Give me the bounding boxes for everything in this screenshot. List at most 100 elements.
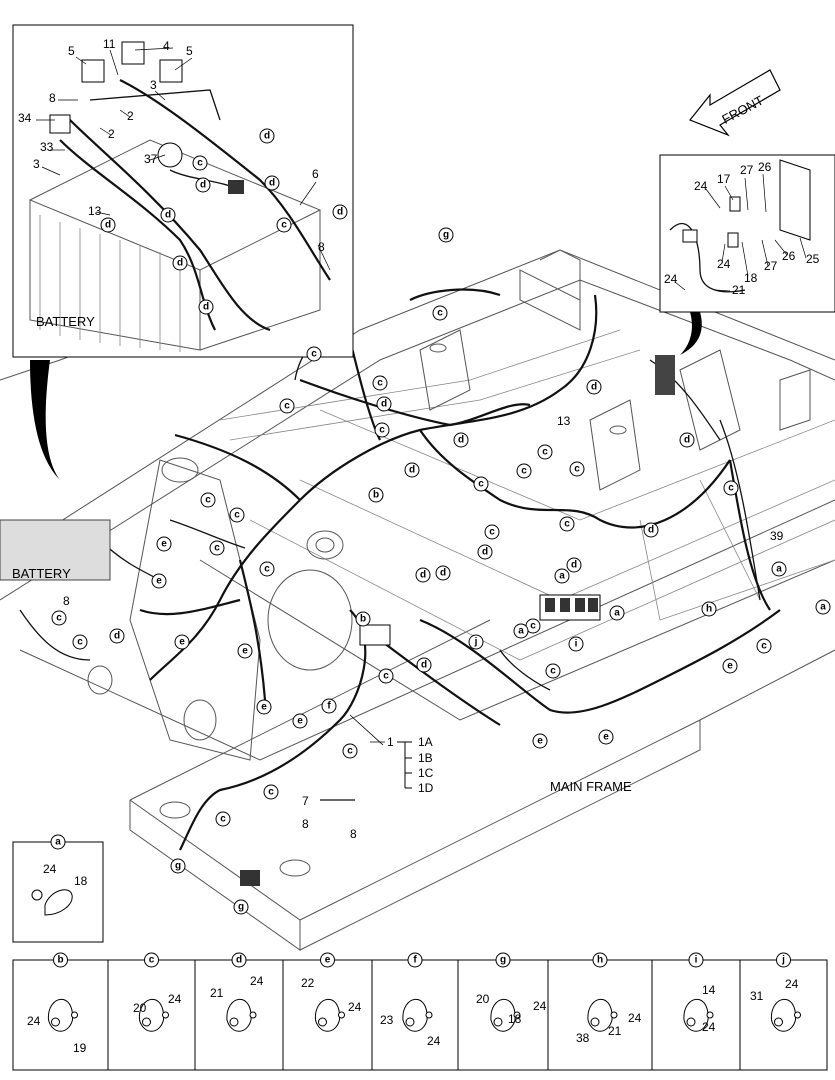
svg-text:c: c	[478, 479, 484, 490]
callout-c: c	[374, 422, 390, 438]
callout-d: d	[435, 565, 451, 581]
inset-callout-d: d	[160, 207, 176, 223]
clamp-g-part-18: 18	[508, 1012, 522, 1026]
callout-c: c	[432, 305, 448, 321]
svg-text:a: a	[820, 602, 826, 613]
callout-c: c	[484, 524, 500, 540]
callout-c: c	[51, 610, 67, 626]
callout-c: c	[473, 476, 489, 492]
battery-part-4: 4	[163, 39, 170, 53]
battery-pointer	[30, 360, 60, 480]
leader-line	[761, 239, 769, 267]
leader-line	[149, 154, 166, 161]
callout-d: d	[415, 567, 431, 583]
svg-text:i: i	[575, 639, 578, 650]
clamp-f-drawing	[402, 998, 433, 1032]
front-arrow: FRONT	[689, 69, 781, 137]
main-part-8: 8	[350, 827, 357, 841]
leader-line	[134, 47, 174, 51]
svg-text:e: e	[179, 637, 185, 648]
svg-text:c: c	[379, 425, 385, 436]
svg-text:g: g	[238, 902, 244, 913]
svg-text:c: c	[77, 637, 83, 648]
inset-callout-d: d	[264, 175, 280, 191]
callout-g: g	[170, 858, 186, 874]
svg-text:c: c	[56, 613, 62, 624]
callout-c: c	[537, 444, 553, 460]
relay-part-27: 27	[740, 163, 754, 177]
relay-2	[560, 598, 570, 612]
terminal-34	[49, 114, 71, 134]
svg-text:d: d	[105, 220, 111, 231]
clamp-b-drawing	[47, 998, 78, 1032]
leader-line	[774, 239, 788, 256]
connector-blocks	[0, 355, 675, 886]
battery-part-3: 3	[33, 157, 40, 171]
relay-3	[575, 598, 585, 612]
svg-text:i: i	[695, 955, 698, 966]
svg-text:d: d	[236, 955, 242, 966]
relay-part-24: 24	[664, 272, 678, 286]
callout-e: e	[292, 713, 308, 729]
callout-d: d	[477, 544, 493, 560]
clamp-b-header: b	[53, 952, 68, 968]
leader-line	[174, 57, 193, 71]
svg-text:d: d	[165, 210, 171, 221]
callout-c: c	[263, 784, 279, 800]
battery-part-8: 8	[49, 91, 56, 105]
main-part-7: 7	[302, 794, 309, 808]
inset-callout-c: c	[276, 217, 292, 233]
callout-a: a	[771, 561, 787, 577]
svg-text:d: d	[114, 631, 120, 642]
clamp-a-part-18: 18	[74, 874, 88, 888]
svg-text:c: c	[311, 349, 317, 360]
clamp-f-header: f	[407, 952, 423, 968]
svg-text:c: c	[197, 158, 203, 169]
svg-text:c: c	[550, 666, 556, 677]
svg-text:e: e	[297, 716, 303, 727]
callout-d: d	[679, 432, 695, 448]
svg-text:c: c	[220, 814, 226, 825]
leader-line	[299, 181, 317, 206]
callout-d: d	[109, 628, 125, 644]
relay-1	[545, 598, 555, 612]
svg-text:c: c	[530, 621, 536, 632]
relay-inset-connector	[682, 229, 698, 243]
harness-1b-label: 1B	[418, 751, 433, 765]
callout-c: c	[215, 811, 231, 827]
battery-part-6: 6	[312, 167, 319, 181]
callout-j: j	[468, 634, 484, 650]
callout-e: e	[151, 573, 167, 589]
svg-text:c: c	[489, 527, 495, 538]
harness-1a-label: 1A	[418, 735, 433, 749]
relay-part-25: 25	[806, 252, 820, 266]
svg-text:j: j	[781, 955, 785, 966]
clamp-j-drawing	[770, 998, 801, 1032]
svg-text:d: d	[337, 207, 343, 218]
leader-line	[744, 177, 749, 211]
callout-a: a	[513, 623, 529, 639]
clamp-d-header: d	[231, 952, 247, 968]
callout-b: b	[368, 487, 384, 503]
leader-line	[41, 166, 61, 176]
grommet-37	[157, 142, 183, 168]
harness-1d-label: 1D	[418, 781, 434, 795]
callout-c: c	[378, 668, 394, 684]
svg-text:d: d	[482, 547, 488, 558]
harness-junction	[359, 624, 391, 646]
svg-text:e: e	[242, 646, 248, 657]
svg-text:e: e	[161, 539, 167, 550]
callout-c: c	[756, 638, 772, 654]
relay-part-24: 24	[717, 257, 731, 271]
leader-line	[75, 56, 87, 65]
leader-line	[674, 281, 686, 291]
callout-c: c	[209, 540, 225, 556]
callout-c: c	[372, 375, 388, 391]
svg-text:e: e	[156, 576, 162, 587]
callout-e: e	[174, 634, 190, 650]
svg-text:g: g	[500, 955, 506, 966]
battery-part-11: 11	[103, 37, 116, 51]
svg-text:c: c	[264, 564, 270, 575]
relay-17	[729, 196, 741, 212]
svg-text:j: j	[474, 637, 478, 648]
